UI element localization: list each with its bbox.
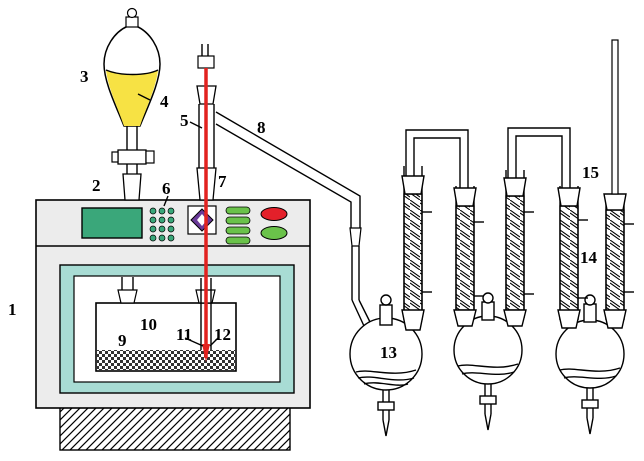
vapor-line: [215, 111, 362, 300]
label-9: 9: [118, 331, 127, 350]
probe-plug: [197, 55, 215, 69]
vapor-line-joint: [349, 227, 362, 247]
funnel-stopcock: [117, 149, 147, 165]
keypad: [149, 207, 175, 242]
receiving-flask-2: [453, 292, 523, 431]
condenser-5: [603, 39, 634, 329]
label-13: 13: [380, 343, 397, 362]
receiving-flask-3: [555, 294, 625, 435]
red-button: [260, 207, 288, 221]
green-switches: [225, 206, 251, 245]
label-5: 5: [180, 111, 189, 130]
temperature-probe: [196, 44, 217, 362]
condenser-1: [401, 129, 469, 331]
funnel-joint: [122, 173, 142, 201]
condenser-2: [453, 186, 484, 327]
base-stand: [59, 405, 291, 451]
label-7: 7: [218, 172, 227, 191]
label-8: 8: [257, 118, 266, 137]
drying-tube: [611, 39, 619, 195]
sample-layer: [97, 350, 235, 370]
label-10: 10: [140, 315, 157, 334]
probe-tip: [202, 344, 210, 362]
green-button: [260, 226, 288, 240]
label-15: 15: [582, 163, 599, 182]
funnel-liquid: [106, 70, 158, 126]
funnel-stopper: [125, 16, 139, 28]
condenser-4: [557, 186, 588, 329]
microwave-oven: [35, 199, 311, 409]
label-6: 6: [162, 179, 171, 198]
label-3: 3: [80, 67, 89, 86]
receiving-flask-1: [349, 294, 423, 437]
label-2: 2: [92, 176, 101, 195]
separatory-funnel: [103, 7, 161, 201]
condenser-3: [503, 127, 571, 327]
label-4: 4: [160, 92, 169, 111]
control-dial: [187, 205, 217, 235]
label-14: 14: [580, 248, 598, 267]
label-1: 1: [8, 300, 17, 319]
vessel-joint-left: [117, 289, 138, 304]
display-screen: [81, 207, 143, 239]
label-11: 11: [176, 325, 192, 344]
label-12: 12: [214, 325, 231, 344]
